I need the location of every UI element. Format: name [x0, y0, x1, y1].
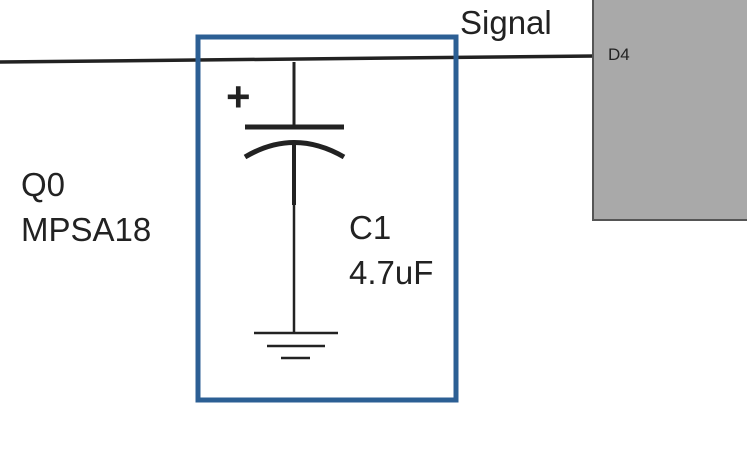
- signal-net-label: Signal: [460, 4, 552, 41]
- capacitor-value-label: 4.7uF: [349, 254, 434, 291]
- transistor-part-label: MPSA18: [21, 211, 152, 248]
- d4-label: D4: [608, 45, 630, 64]
- signal-wire: [0, 54, 596, 64]
- capacitor-polarity-mark: +: [226, 73, 251, 120]
- ground-icon: [254, 331, 338, 360]
- d4-component-block[interactable]: [592, 0, 747, 221]
- transistor-ref-label: Q0: [21, 166, 66, 203]
- capacitor-highlight-box[interactable]: [195, 34, 459, 403]
- capacitor-ref-label: C1: [349, 209, 392, 246]
